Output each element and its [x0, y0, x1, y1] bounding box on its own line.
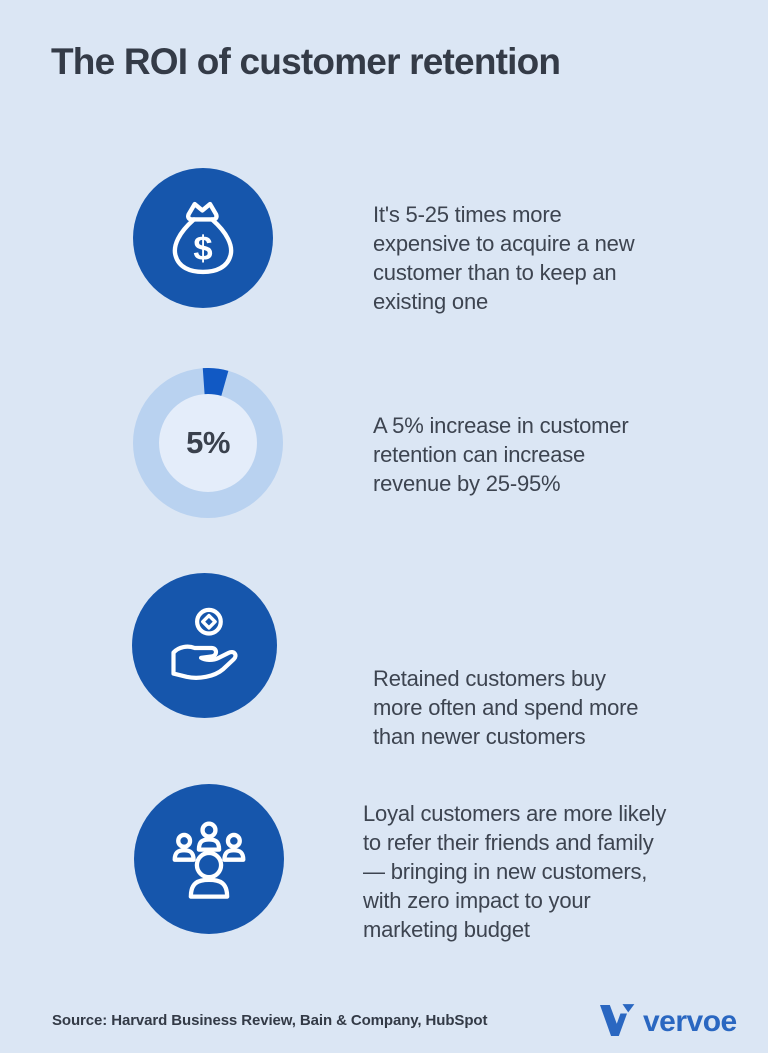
page-title: The ROI of customer retention — [51, 41, 561, 82]
vervoe-logo: vervoe — [600, 1004, 737, 1037]
stat-text-referrals: Loyal customers are more likely to refer… — [363, 801, 667, 942]
source-attribution: Source: Harvard Business Review, Bain & … — [52, 1012, 488, 1029]
dollar-glyph: $ — [193, 230, 212, 268]
donut-hole — [159, 394, 257, 492]
people-group-icon — [172, 821, 246, 899]
retention-donut-chart: 5% — [133, 368, 283, 518]
hand-coin-badge — [132, 573, 277, 718]
stat-text-spend-more: Retained customers buy more often and sp… — [373, 666, 639, 749]
donut-center-label: 5% — [186, 425, 230, 460]
hand-coin-icon — [170, 607, 238, 680]
money-bag-badge: $ — [133, 168, 273, 308]
vervoe-logo-mark-icon — [600, 1004, 635, 1037]
people-group-badge — [134, 784, 284, 934]
vervoe-logo-wordmark: vervoe — [643, 1004, 737, 1038]
donut-chart-icon — [133, 368, 283, 518]
stat-text-acquisition-cost: It's 5-25 times more expensive to acquir… — [373, 202, 635, 314]
stat-text-retention-revenue: A 5% increase in customer retention can … — [373, 413, 629, 496]
money-bag-icon: $ — [172, 201, 234, 275]
